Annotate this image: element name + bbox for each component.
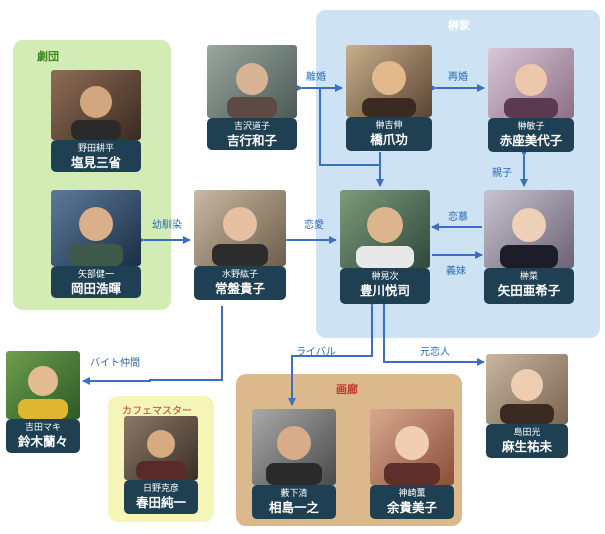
card-toshiko: 榊敏子 赤座美代子 — [488, 118, 574, 152]
photo-yoshizawa — [207, 45, 297, 118]
photo-hino — [124, 416, 198, 480]
photo-toshiko — [488, 48, 574, 118]
card-yoshizawa: 吉沢道子 吉行和子 — [207, 118, 297, 150]
label-ex-lover: 元恋人 — [420, 347, 450, 358]
card-koji: 榊晃次 豊川悦司 — [340, 268, 430, 304]
label-parttime: バイト仲間 — [90, 358, 140, 369]
portrait-icon — [71, 86, 121, 140]
photo-shimada — [486, 354, 568, 424]
photo-koji — [340, 190, 430, 268]
actor-name: 相島一之 — [268, 500, 319, 515]
role-name: 榊吉伸 — [375, 121, 403, 131]
label-parent-child: 親子 — [492, 168, 512, 179]
photo-yoshida — [6, 351, 80, 419]
role-name: 榊菜 — [519, 272, 538, 282]
actor-name: 常盤貴子 — [214, 281, 265, 296]
card-mizuno: 水野紘子 常盤貴子 — [194, 266, 286, 300]
label-remarry: 再婚 — [448, 72, 468, 83]
card-yoshida: 吉田マキ 鈴木蘭々 — [6, 419, 80, 453]
portrait-icon — [362, 61, 416, 117]
portrait-icon — [356, 207, 414, 268]
line-parttime — [82, 306, 223, 385]
label-love: 恋愛 — [304, 220, 324, 231]
photo-nana — [484, 190, 574, 268]
role-name: 矢部健一 — [77, 270, 114, 280]
role-name: 藪下清 — [280, 489, 308, 499]
actor-name: 塩見三省 — [70, 155, 121, 170]
photo-mizuno — [194, 190, 286, 266]
line-family-to-koji — [319, 88, 384, 187]
portrait-icon — [384, 426, 440, 485]
portrait-icon — [212, 207, 268, 266]
role-name: 水野紘子 — [221, 270, 258, 280]
portrait-icon — [500, 208, 558, 268]
actor-name: 橋爪功 — [370, 132, 408, 147]
role-name: 吉沢道子 — [233, 122, 270, 132]
label-rival: ライバル — [296, 347, 336, 358]
photo-yoshinobu — [346, 45, 432, 117]
card-yabushita: 藪下清 相島一之 — [252, 485, 336, 519]
portrait-icon — [504, 64, 558, 118]
role-name: 榊晃次 — [371, 272, 399, 282]
actor-name: 豊川悦司 — [359, 283, 410, 298]
line-rival — [288, 299, 376, 406]
group-sakaki-label: 榊家 — [448, 19, 470, 32]
photo-nozaki — [51, 70, 141, 140]
line-ex-lover — [380, 299, 485, 366]
actor-name: 吉行和子 — [226, 133, 277, 148]
card-kanzaki: 神崎薫 余貴美子 — [370, 485, 454, 519]
role-name: 神崎薫 — [398, 489, 426, 499]
actor-name: 岡田浩暉 — [70, 281, 121, 296]
role-name: 島田光 — [513, 428, 541, 438]
actor-name: 矢田亜希子 — [497, 283, 561, 298]
role-name: 日野克彦 — [142, 484, 179, 494]
card-shimada: 島田光 麻生祐未 — [486, 424, 568, 458]
portrait-icon — [266, 426, 322, 485]
card-yoshinobu: 榊吉伸 橋爪功 — [346, 117, 432, 151]
actor-name: 余貴美子 — [386, 500, 437, 515]
portrait-icon — [500, 369, 554, 424]
actor-name: 鈴木蘭々 — [17, 434, 68, 449]
portrait-icon — [136, 430, 186, 480]
group-cafe-label: カフェマスター — [122, 406, 192, 417]
actor-name: 麻生祐未 — [501, 439, 552, 454]
card-nozaki: 野田耕平 塩見三省 — [51, 140, 141, 172]
card-nana: 榊菜 矢田亜希子 — [484, 268, 574, 304]
photo-yabe — [51, 190, 141, 266]
label-childhood: 幼馴染 — [152, 220, 182, 231]
actor-name: 赤座美代子 — [499, 133, 563, 148]
actor-name: 春田純一 — [135, 495, 186, 510]
label-sister-in-law: 義妹 — [446, 266, 466, 277]
portrait-icon — [69, 207, 123, 266]
portrait-icon — [18, 366, 68, 419]
role-name: 野田耕平 — [77, 144, 114, 154]
card-hino: 日野克彦 春田純一 — [124, 480, 198, 514]
portrait-icon — [227, 63, 277, 118]
label-longing: 恋慕 — [448, 212, 468, 223]
role-name: 吉田マキ — [24, 423, 61, 433]
photo-kanzaki — [370, 409, 454, 485]
photo-yabushita — [252, 409, 336, 485]
label-divorce: 離婚 — [306, 72, 326, 83]
group-theater-label: 劇団 — [37, 50, 59, 63]
role-name: 榊敏子 — [517, 122, 545, 132]
card-yabe: 矢部健一 岡田浩暉 — [51, 266, 141, 298]
